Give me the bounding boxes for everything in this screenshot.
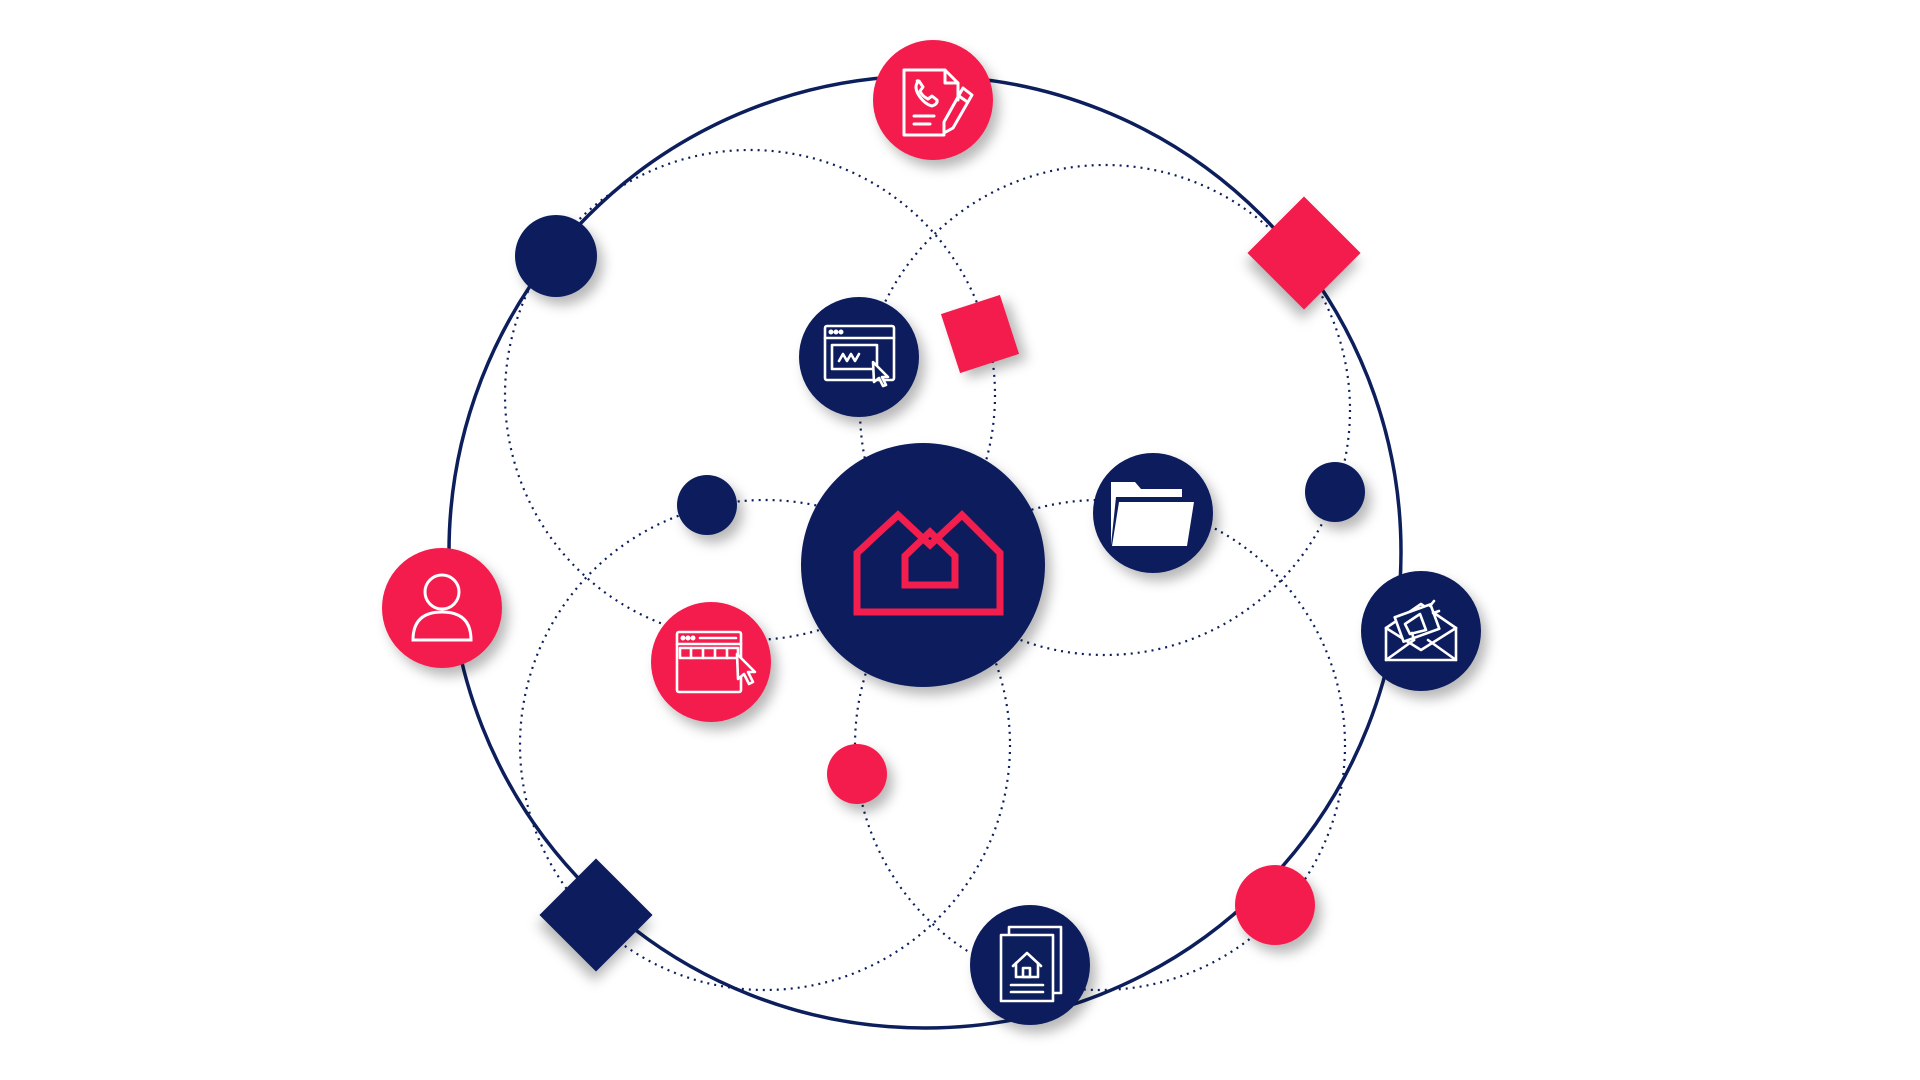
house-document-icon bbox=[999, 925, 1063, 1003]
dotted-ring-top-left bbox=[503, 148, 997, 642]
user-icon bbox=[411, 573, 473, 642]
web-table-node[interactable] bbox=[651, 602, 771, 722]
envelope-megaphone-icon bbox=[1384, 599, 1458, 662]
square-inner-top bbox=[940, 294, 1020, 374]
dot-center-bottom bbox=[827, 744, 887, 804]
phone-document-node[interactable] bbox=[873, 40, 993, 160]
folder-icon bbox=[1111, 482, 1194, 546]
square-top-right bbox=[1247, 196, 1361, 310]
dot-bottom-right bbox=[1235, 865, 1315, 945]
dot-left-inner bbox=[677, 475, 737, 535]
property-document-node[interactable] bbox=[970, 905, 1090, 1025]
dotted-rings bbox=[503, 148, 1352, 992]
phone-document-pen-icon bbox=[902, 68, 974, 137]
center-node[interactable] bbox=[801, 443, 1045, 687]
browser-window-node[interactable] bbox=[799, 297, 919, 417]
web-table-cursor-icon bbox=[675, 630, 757, 694]
dotted-ring-top-right bbox=[858, 163, 1352, 657]
user-node[interactable] bbox=[382, 548, 502, 668]
dotted-ring-bottom-right bbox=[853, 498, 1347, 992]
browser-window-cursor-icon bbox=[823, 324, 896, 388]
dotted-ring-bottom-left bbox=[518, 498, 1012, 992]
folder-node[interactable] bbox=[1093, 453, 1213, 573]
house-logo-icon bbox=[853, 510, 1004, 616]
dot-top-left bbox=[515, 215, 597, 297]
mail-node[interactable] bbox=[1361, 571, 1481, 691]
dot-right bbox=[1305, 462, 1365, 522]
square-bottom-left bbox=[539, 858, 653, 972]
